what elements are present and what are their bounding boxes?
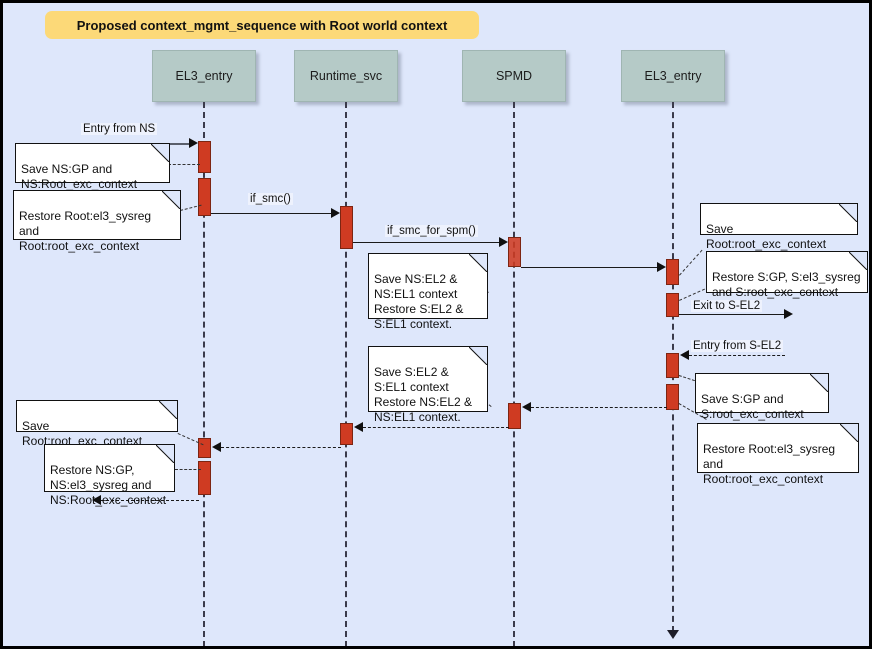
note-text: Restore Root:el3_sysreg and Root:root_ex… xyxy=(703,442,836,486)
lifeline-spmd xyxy=(513,102,515,646)
activation-bar xyxy=(508,403,521,429)
message-arrowhead-icon xyxy=(92,495,101,505)
message-line-return-to-spmd xyxy=(531,407,667,408)
message-line-spmd-to-el3-entry xyxy=(521,267,657,268)
note-text: Restore Root:el3_sysreg and Root:root_ex… xyxy=(19,209,152,253)
participant-spmd[interactable]: SPMD xyxy=(462,50,566,102)
participant-el3-entry-left[interactable]: EL3_entry xyxy=(152,50,256,102)
note-fold-icon xyxy=(839,204,857,222)
message-arrowhead-icon xyxy=(680,350,689,360)
activation-bar xyxy=(198,141,211,173)
note-fold-icon xyxy=(156,445,174,463)
note-text: Save S:GP and S:root_exc_context xyxy=(701,392,804,421)
note-text: Restore NS:GP, NS:el3_sysreg and NS:Root… xyxy=(50,463,167,507)
note-save-ns-gp: Save NS:GP and NS:Root_exc_context xyxy=(15,143,170,191)
note-save-root-exc-2: Save Root:root_exc_context xyxy=(16,400,178,448)
message-label-if-smc-for-spm: if_smc_for_spm() xyxy=(385,225,478,237)
message-arrowhead-icon xyxy=(499,237,508,247)
note-fold-icon xyxy=(810,374,828,392)
note-fold-icon xyxy=(469,254,487,272)
note-text: Restore S:GP, S:el3_sysreg and S:root_ex… xyxy=(712,270,861,299)
lifeline-runtime-svc xyxy=(345,102,347,646)
message-line-entry-from-s-el2 xyxy=(689,355,785,356)
activation-bar xyxy=(198,438,211,458)
lifeline-end-arrow-icon xyxy=(667,630,679,639)
activation-bar xyxy=(340,423,353,445)
message-label-entry-from-s-el2: Entry from S-EL2 xyxy=(691,340,784,352)
note-save-s-gp: Save S:GP and S:root_exc_context xyxy=(695,373,829,421)
activation-bar xyxy=(666,384,679,410)
activation-bar xyxy=(666,293,679,317)
note-restore-root-1: Restore Root:el3_sysreg and Root:root_ex… xyxy=(13,190,181,253)
note-restore-root-2: Restore Root:el3_sysreg and Root:root_ex… xyxy=(697,423,859,486)
activation-bar xyxy=(340,206,353,249)
note-restore-ns-gp: Restore NS:GP, NS:el3_sysreg and NS:Root… xyxy=(44,444,175,507)
participant-runtime-svc[interactable]: Runtime_svc xyxy=(294,50,398,102)
message-line-if-smc xyxy=(211,213,331,214)
message-arrowhead-icon xyxy=(657,262,666,272)
note-fold-icon xyxy=(159,401,177,419)
note-text: Save Root:root_exc_context xyxy=(706,222,827,251)
note-connector xyxy=(175,469,201,470)
activation-bar xyxy=(198,178,211,216)
note-connector xyxy=(168,164,200,165)
note-save-ns-el2: Save NS:EL2 & NS:EL1 context Restore S:E… xyxy=(368,253,488,331)
participant-label: Runtime_svc xyxy=(309,69,383,83)
message-arrowhead-icon xyxy=(189,138,198,148)
activation-bar xyxy=(666,259,679,285)
message-line-return-to-el3-entry xyxy=(221,447,341,448)
note-text: Save NS:GP and NS:Root_exc_context xyxy=(21,162,138,191)
message-line-if-smc-for-spm xyxy=(353,242,499,243)
note-fold-icon xyxy=(849,252,867,270)
note-fold-icon xyxy=(469,347,487,365)
participant-label: EL3_entry xyxy=(644,69,702,83)
message-arrowhead-icon xyxy=(522,402,531,412)
note-fold-icon xyxy=(151,144,169,162)
message-label-entry-from-ns: Entry from NS xyxy=(81,123,158,135)
lifeline-el3-entry-left xyxy=(203,102,205,646)
activation-bar xyxy=(508,237,521,267)
note-fold-icon xyxy=(162,191,180,209)
diagram-title-banner: Proposed context_mgmt_sequence with Root… xyxy=(45,11,479,39)
note-text: Save NS:EL2 & NS:EL1 context Restore S:E… xyxy=(374,272,464,331)
note-connector xyxy=(679,249,703,276)
note-save-s-el2: Save S:EL2 & S:EL1 context Restore NS:EL… xyxy=(368,346,488,424)
message-line-exit-to-s-el2 xyxy=(679,314,784,315)
participant-label: EL3_entry xyxy=(175,69,233,83)
note-fold-icon xyxy=(840,424,858,442)
activation-bar xyxy=(198,461,211,495)
participant-label: SPMD xyxy=(495,69,533,83)
message-arrowhead-icon xyxy=(784,309,793,319)
activation-bar xyxy=(666,353,679,378)
message-arrowhead-icon xyxy=(212,442,221,452)
participant-el3-entry-right[interactable]: EL3_entry xyxy=(621,50,725,102)
message-arrowhead-icon xyxy=(331,208,340,218)
note-text: Save S:EL2 & S:EL1 context Restore NS:EL… xyxy=(374,365,473,424)
message-arrowhead-icon xyxy=(354,422,363,432)
message-label-if-smc: if_smc() xyxy=(248,193,293,205)
message-label-exit-to-s-el2: Exit to S-EL2 xyxy=(691,300,763,312)
message-line-exit-to-ns xyxy=(101,500,199,501)
message-line-return-to-runtime-svc xyxy=(363,427,509,428)
note-restore-s-gp: Restore S:GP, S:el3_sysreg and S:root_ex… xyxy=(706,251,868,299)
note-save-root-exc-1: Save Root:root_exc_context xyxy=(700,203,858,251)
